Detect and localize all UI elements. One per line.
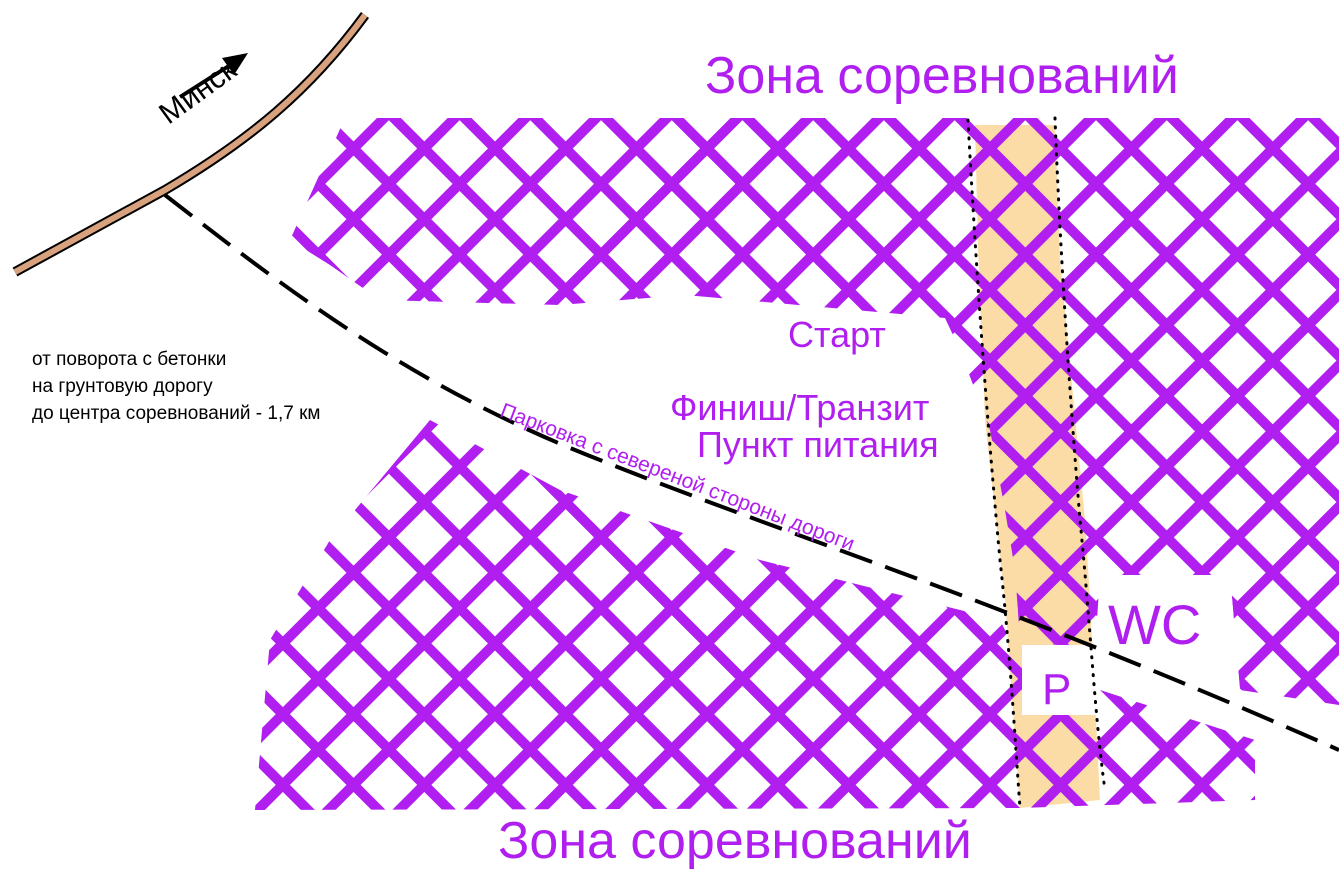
competition-zone-bottom [255, 420, 1255, 810]
parking-box [1022, 645, 1100, 715]
direction-arrow-icon [178, 53, 248, 99]
wc-label: WC [1108, 593, 1202, 656]
parking-label: P [1042, 665, 1072, 714]
dirt-road [163, 193, 1339, 752]
strip-edge-left [966, 118, 1022, 810]
start-label: Старт [788, 314, 886, 355]
finish-label: Финиш/Транзит [670, 387, 930, 428]
zone-label-top: Зона соревнований [705, 47, 1179, 105]
feed-label: Пункт питания [697, 424, 939, 465]
competition-zone-top [290, 118, 1339, 705]
distance-note: от поворота с бетонки на грунтовую дорог… [32, 346, 320, 427]
distance-note-line: от поворота с бетонки [32, 349, 227, 370]
strip-edge-right [1053, 116, 1107, 792]
zone-label-bottom: Зона соревнований [498, 812, 972, 870]
distance-note-line: на грунтовую дорогу [32, 376, 213, 397]
distance-note-line: до центра соревнований - 1,7 км [32, 403, 321, 424]
